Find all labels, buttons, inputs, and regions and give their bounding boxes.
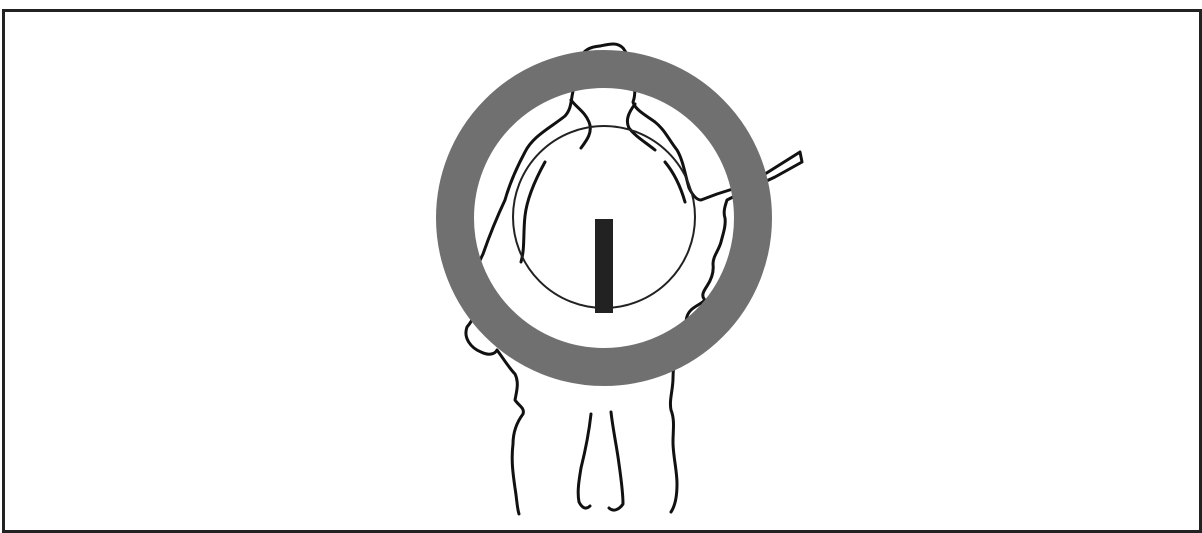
aim-marker-icon — [595, 219, 613, 313]
soldier-pack-left — [521, 162, 545, 262]
scope-diagram — [5, 12, 1199, 530]
soldier-neck-left — [571, 100, 590, 148]
diagram-frame — [2, 9, 1202, 533]
reticle-ring-icon — [455, 69, 753, 367]
soldier-pack-right — [665, 162, 685, 202]
